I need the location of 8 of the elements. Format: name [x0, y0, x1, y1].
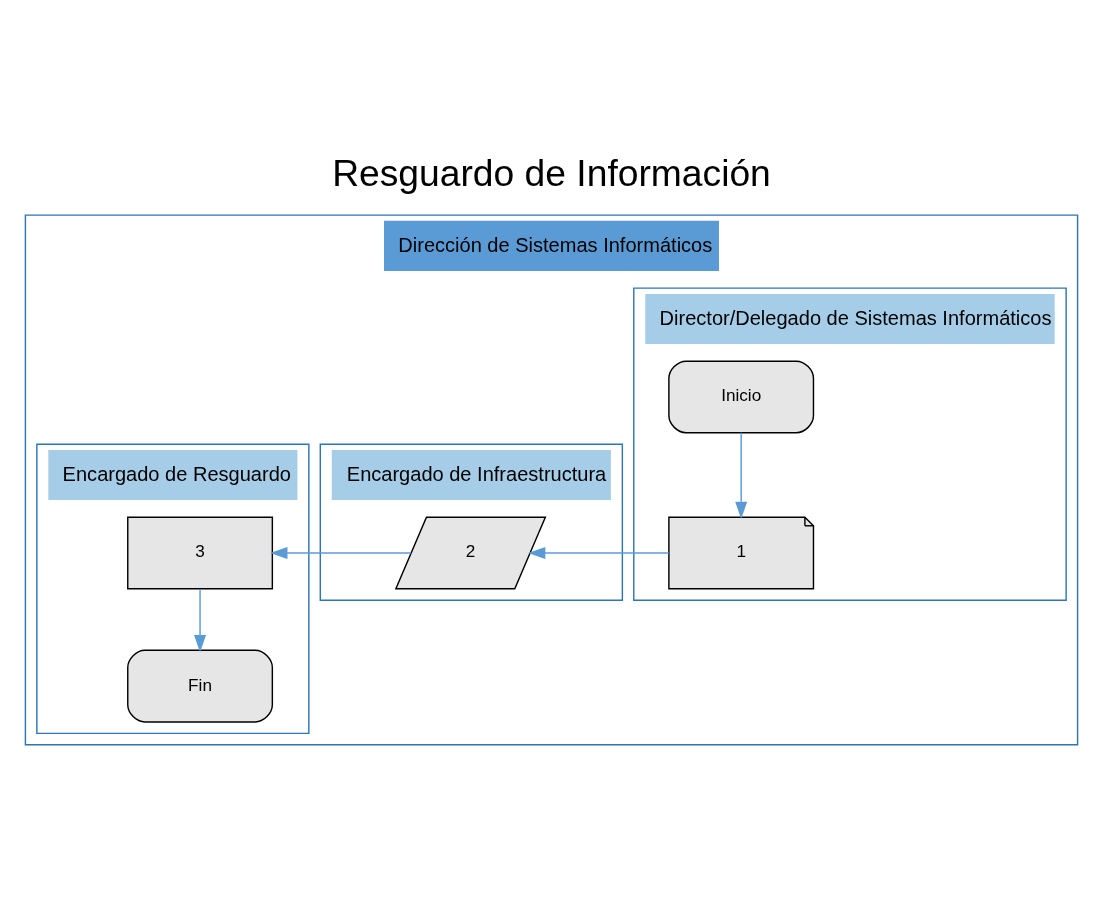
arrow [194, 588, 207, 652]
node-box: Inicio [668, 359, 815, 433]
arrow [270, 546, 412, 559]
node-box: 3 [127, 516, 274, 589]
node-box: Fin [127, 649, 274, 723]
arrow [735, 431, 748, 519]
arrow [528, 546, 670, 559]
diagram-title: Resguardo de Información [332, 151, 771, 194]
